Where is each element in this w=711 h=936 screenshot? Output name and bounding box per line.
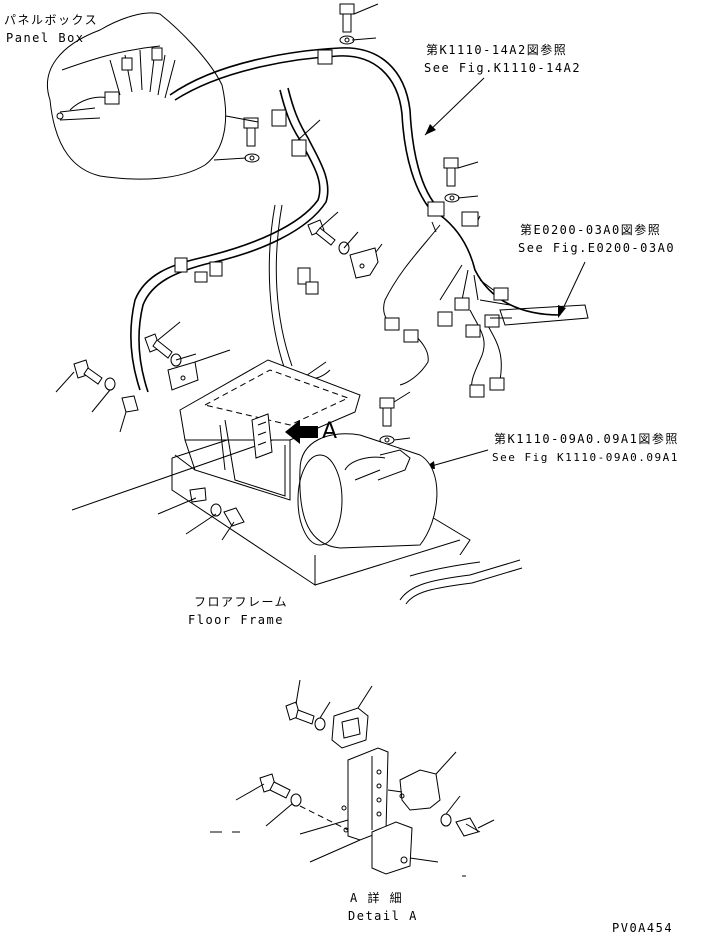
ref-k1110-14a2-en-label: See Fig.K1110-14A2 xyxy=(424,61,581,75)
drawing-code: PV0A454 xyxy=(612,921,673,935)
detail-a-jp-label: A 詳 細 xyxy=(350,890,403,905)
ref-k1110-09a0-jp-label: 第K1110-09A0.09A1図参照 xyxy=(494,431,679,446)
ref-k1110-14a2-jp-label: 第K1110-14A2図参照 xyxy=(426,42,567,57)
detail-a-view xyxy=(210,679,495,877)
main-wiring-harness xyxy=(130,47,589,398)
floor-frame-jp-label: フロアフレーム xyxy=(194,595,288,609)
detail-a-en-label: Detail A xyxy=(348,909,418,923)
leader-lines xyxy=(55,3,481,441)
view-direction-arrow-icon xyxy=(285,420,318,444)
floor-frame-en-label: Floor Frame xyxy=(188,613,284,627)
panel-box-en-label: Panel Box xyxy=(6,31,85,45)
fasteners-upper xyxy=(73,3,460,445)
ref-e0200-03a0-en-label: See Fig.E0200-03A0 xyxy=(518,241,675,255)
panel-box-jp-label: パネルボックス xyxy=(4,13,98,27)
floor-frame xyxy=(71,359,523,605)
ref-e0200-03a0-jp-label: 第E0200-03A0図参照 xyxy=(520,222,661,237)
detail-a-marker: A xyxy=(322,419,337,444)
panel-box xyxy=(46,12,227,180)
ref-k1110-09a0-en-label: See Fig K1110-09A0.09A1 xyxy=(492,451,679,464)
reference-arrows xyxy=(424,77,586,469)
